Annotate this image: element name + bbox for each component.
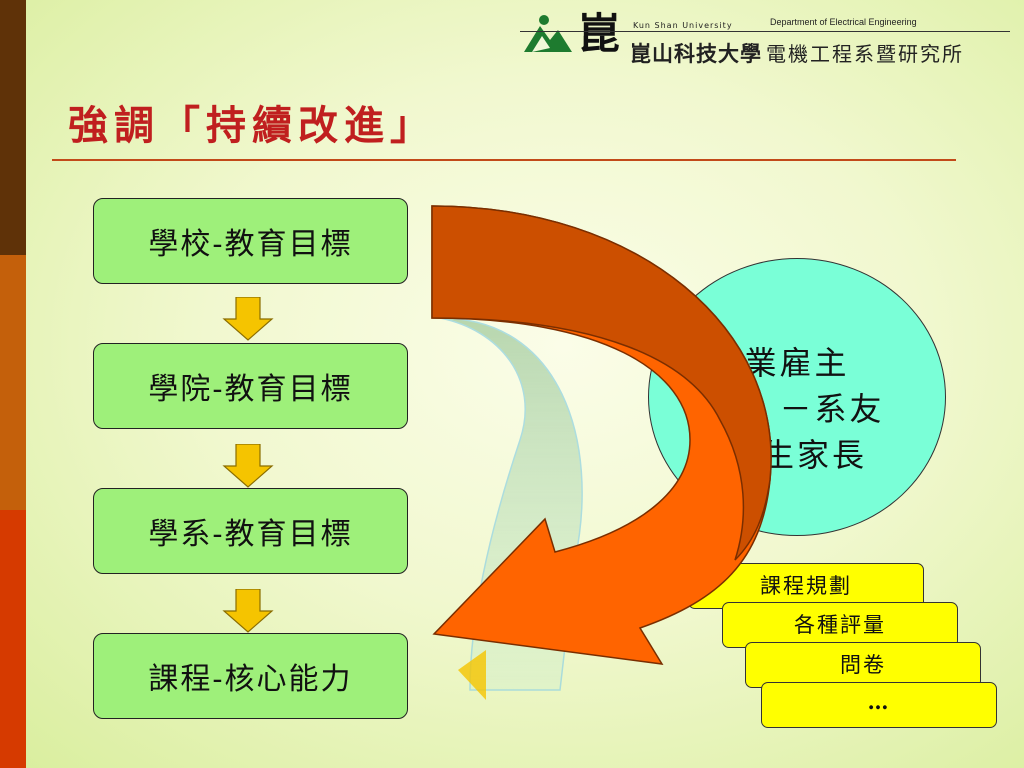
stack-card-ellipsis: … <box>761 682 997 728</box>
flow-box-school-goal: 學校-教育目標 <box>93 198 408 284</box>
stakeholder-line-3: 學生家長 <box>726 436 867 474</box>
slide-title: 強調「持續改進」 <box>68 102 436 149</box>
stakeholder-line-1: 業雇主 <box>744 344 850 382</box>
side-bar-middle <box>0 255 26 510</box>
university-name-en: Kun Shan University <box>633 21 733 30</box>
university-logo: 崑 Kun Shan University Department of Elec… <box>520 4 1020 66</box>
department-name-en: Department of Electrical Engineering <box>770 17 917 27</box>
logo-rule <box>520 31 1010 32</box>
side-bar-top <box>0 0 26 255</box>
department-name-zh: 電機工程系暨研究所 <box>766 42 964 66</box>
stakeholder-line-2: 學 －系友 <box>709 390 885 428</box>
down-arrow-icon <box>222 297 274 341</box>
flow-box-department-goal: 學系-教育目標 <box>93 488 408 574</box>
side-bar-bottom <box>0 510 26 768</box>
down-arrow-icon <box>222 589 274 633</box>
flow-box-course-competency: 課程-核心能力 <box>93 633 408 719</box>
university-name-zh: 崑山科技大學 <box>630 41 762 66</box>
kun-character-icon: 崑 <box>578 9 620 58</box>
kun-shan-logo-icon <box>524 15 572 52</box>
title-underline <box>52 159 956 161</box>
flow-box-college-goal: 學院-教育目標 <box>93 343 408 429</box>
svg-text:崑: 崑 <box>578 9 620 58</box>
down-arrow-icon <box>222 444 274 488</box>
